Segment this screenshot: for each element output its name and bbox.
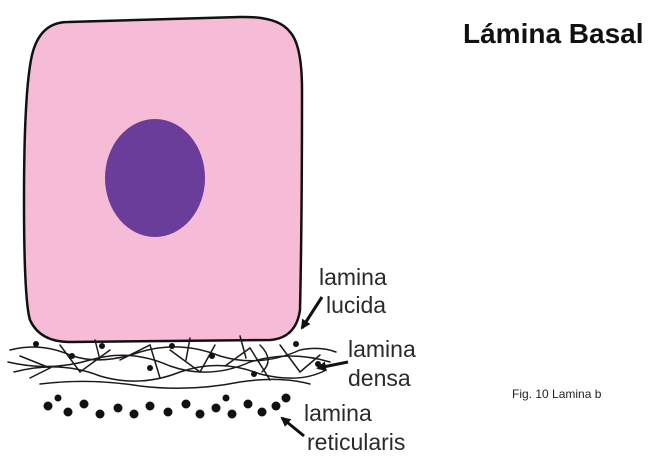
- label-lamina-lucida: lamina lucida: [319, 264, 393, 318]
- label-lamina-densa: lamina densa: [348, 336, 422, 391]
- arrow-lamina-densa: [318, 362, 348, 368]
- arrow-lamina-lucida: [302, 297, 322, 328]
- lamina-reticularis-dots: [44, 394, 291, 419]
- nucleus: [105, 119, 205, 237]
- figure-caption: Fig. 10 Lamina b: [512, 387, 601, 401]
- label-lamina-reticularis: lamina reticularis: [304, 400, 405, 455]
- arrow-lamina-reticularis: [282, 418, 304, 436]
